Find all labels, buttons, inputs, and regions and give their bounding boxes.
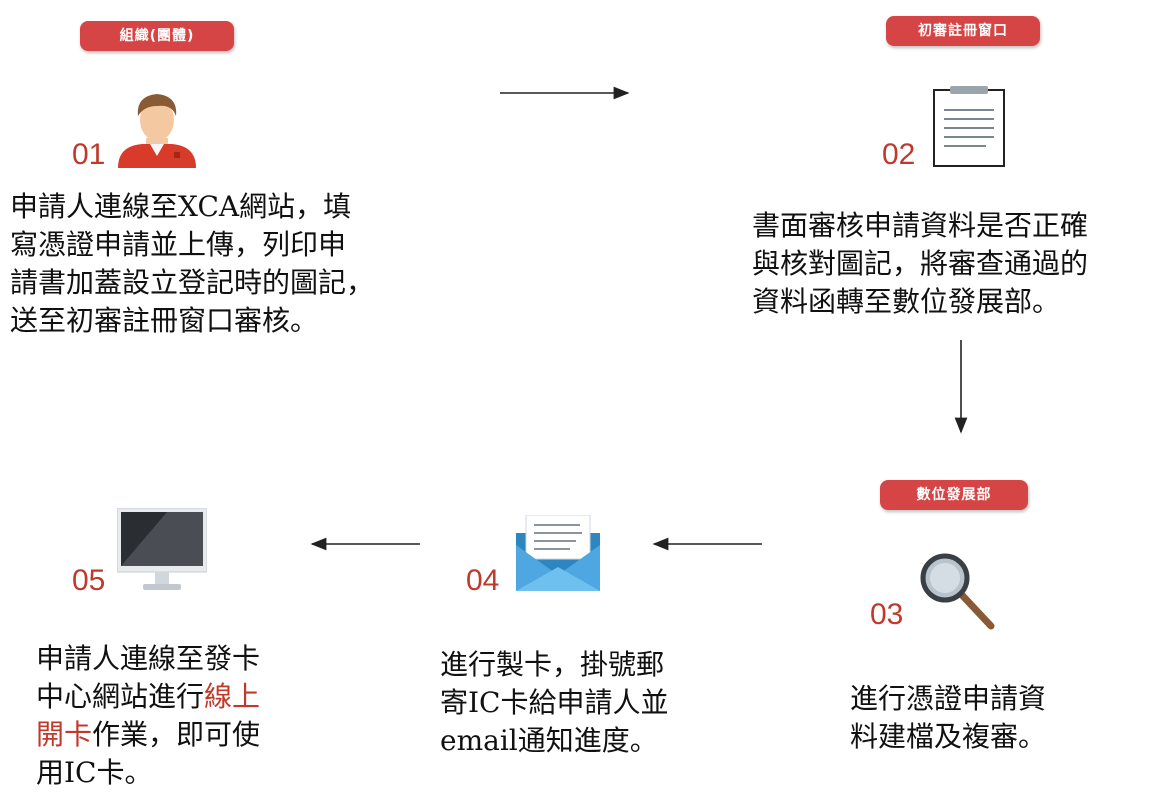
magnifier-icon: [920, 553, 995, 630]
step-02-line: 書面審核申請資料是否正確: [752, 209, 1089, 242]
person-icon: [118, 94, 196, 168]
step-05-description: 申請人連線至發卡 中心網站進行線上 開卡作業，即可使 用IC卡。: [36, 640, 260, 792]
step-04-line: email通知進度。: [440, 724, 658, 757]
step-01-line: 送至初審註冊窗口審核。: [10, 304, 319, 337]
step-03-line: 進行憑證申請資: [850, 682, 1047, 715]
step-05-number: 05: [72, 564, 106, 597]
step-04-line: 進行製卡，掛號郵: [440, 648, 665, 681]
step-03-line: 料建檔及複審。: [850, 720, 1047, 753]
clipboard-icon: [933, 86, 1005, 167]
step-05-text: 作業，即可使: [92, 718, 261, 751]
step-01-number: 01: [72, 138, 106, 171]
step-05-line: 中心網站進行線上: [36, 678, 260, 716]
step-02-number: 02: [882, 138, 916, 171]
step-01-badge: 組織(團體): [80, 21, 234, 51]
step-01-description: 申請人連線至XCA網站，填 寫憑證申請並上傳，列印申 請書加蓋設立登記時的圖記，…: [10, 188, 374, 340]
envelope-icon: [516, 515, 600, 591]
step-03-badge: 數位發展部: [880, 480, 1028, 510]
step-04-description: 進行製卡，掛號郵 寄IC卡給申請人並 email通知進度。: [440, 646, 669, 760]
step-05-line: 開卡作業，即可使: [36, 716, 260, 754]
monitor-icon: [117, 508, 207, 590]
step-05-line: 申請人連線至發卡: [36, 642, 261, 675]
step-05-highlight: 開卡: [36, 718, 93, 751]
step-05-highlight: 線上: [204, 680, 261, 713]
step-02-description: 書面審核申請資料是否正確 與核對圖記，將審查通過的 資料函轉至數位發展部。: [752, 207, 1088, 321]
step-02-badge: 初審註冊窗口: [886, 16, 1040, 46]
step-04-number: 04: [466, 564, 500, 597]
step-03-number: 03: [870, 598, 904, 631]
step-04-line: 寄IC卡給申請人並: [440, 686, 669, 719]
step-01-line: 申請人連線至XCA網站，填: [10, 190, 352, 223]
step-05-line: 用IC卡。: [36, 756, 153, 789]
step-01-line: 請書加蓋設立登記時的圖記，: [10, 266, 375, 299]
step-02-line: 資料函轉至數位發展部。: [752, 285, 1061, 318]
step-03-description: 進行憑證申請資 料建檔及複審。: [850, 680, 1046, 756]
step-05-text: 中心網站進行: [36, 680, 205, 713]
step-02-line: 與核對圖記，將審查通過的: [752, 247, 1089, 280]
step-01-line: 寫憑證申請並上傳，列印申: [10, 228, 347, 261]
